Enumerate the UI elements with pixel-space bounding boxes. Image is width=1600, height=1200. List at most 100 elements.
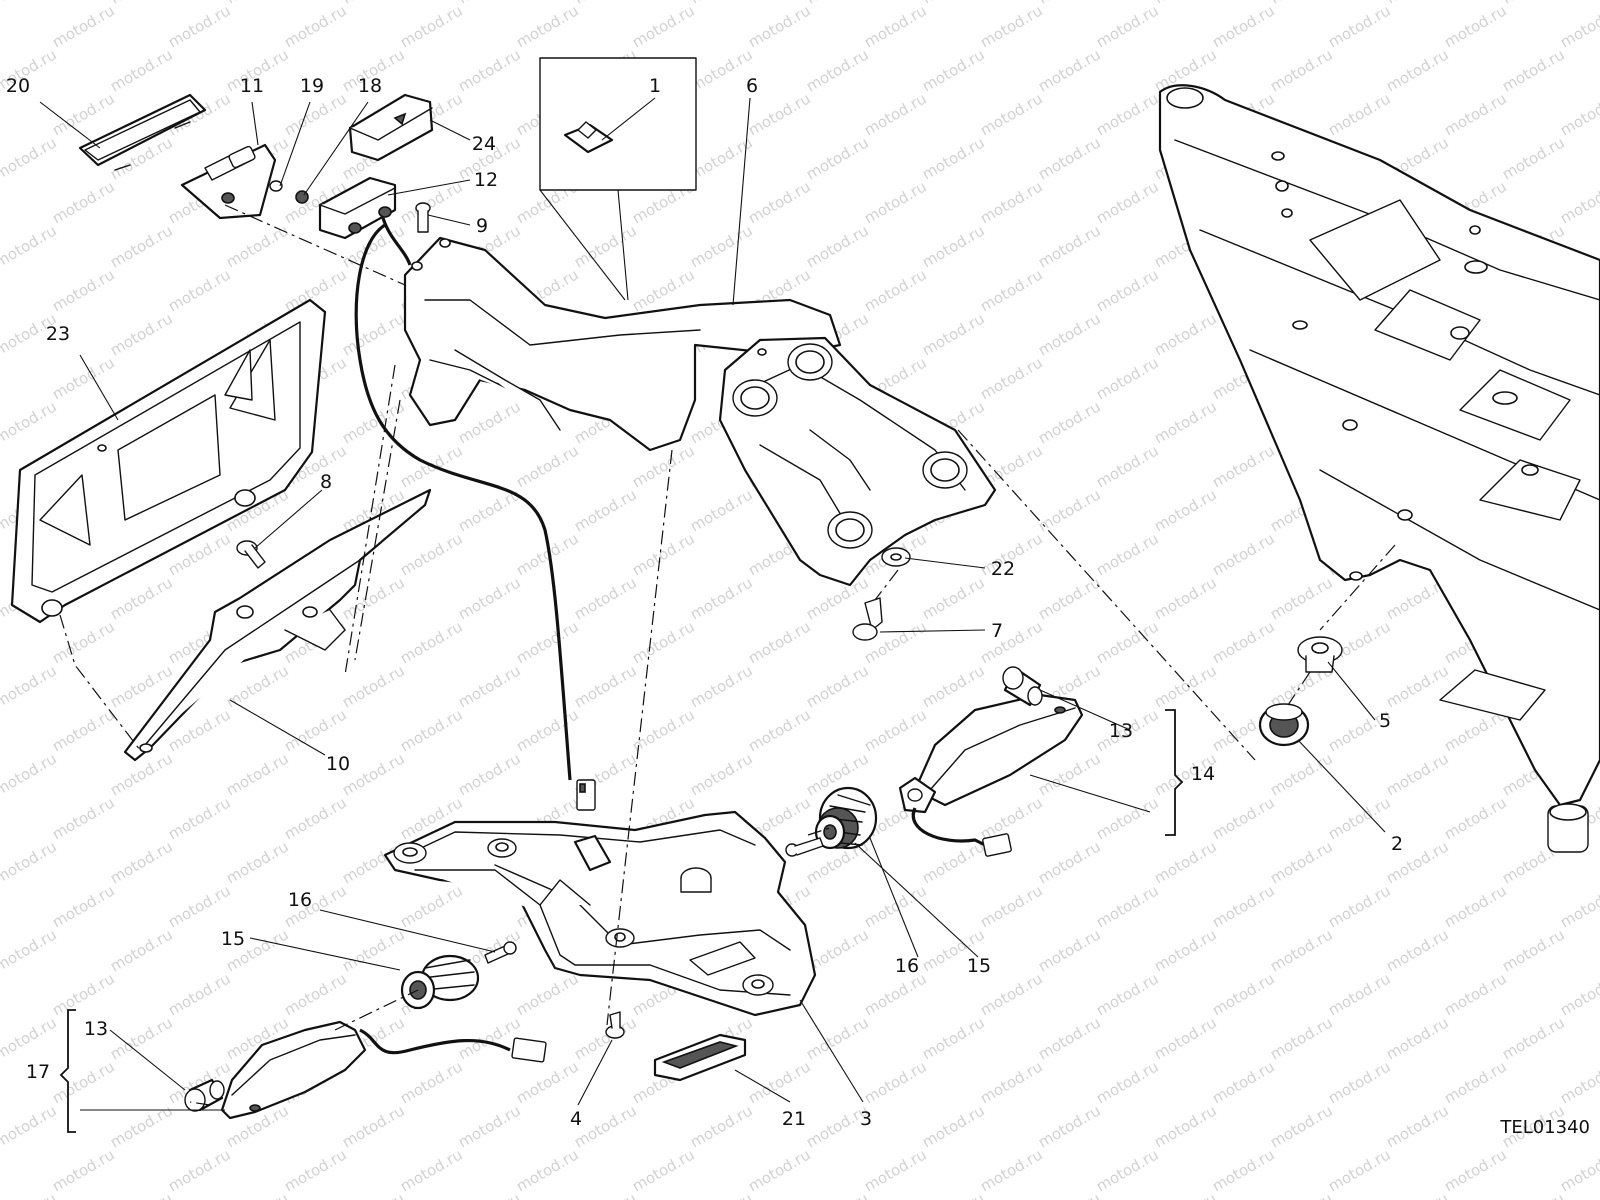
plate-support-arm	[123, 488, 432, 762]
leader-lines	[39, 97, 1386, 1111]
watermark-text: motod.ru	[803, 1189, 872, 1200]
watermark-text: motod.ru	[1035, 309, 1104, 359]
callout-9: 9	[476, 215, 488, 237]
watermark-text: motod.ru	[1441, 881, 1510, 931]
brace-17	[59, 1009, 76, 1133]
watermark-text: motod.ru	[1035, 1101, 1104, 1151]
watermark-text: motod.ru	[1035, 0, 1104, 7]
callout-18: 18	[358, 75, 382, 97]
watermark-text: motod.ru	[1035, 1189, 1104, 1200]
watermark-text: motod.ru	[1383, 45, 1452, 95]
callout-22: 22	[991, 558, 1015, 580]
watermark-text: motod.ru	[1035, 397, 1104, 447]
watermark-text: motod.ru	[1209, 1057, 1278, 1107]
watermark-text: motod.ru	[0, 397, 60, 447]
watermark-text: motod.ru	[1383, 1013, 1452, 1063]
watermark-text: motod.ru	[1441, 969, 1510, 1019]
watermark-text: motod.ru	[0, 749, 60, 799]
watermark-text: motod.ru	[107, 0, 176, 7]
watermark-text: motod.ru	[687, 661, 756, 711]
watermark-text: motod.ru	[49, 617, 118, 667]
watermark-text: motod.ru	[0, 1, 2, 51]
watermark-text: motod.ru	[1209, 793, 1278, 843]
callout-3: 3	[860, 1108, 872, 1130]
callout-6: 6	[746, 75, 758, 97]
callout-13-left: 13	[84, 1018, 108, 1040]
watermark-text: motod.ru	[107, 749, 176, 799]
watermark-text: motod.ru	[1267, 0, 1336, 7]
watermark-text: motod.ru	[1093, 1057, 1162, 1107]
watermark-text: motod.ru	[977, 617, 1046, 667]
watermark-text: motod.ru	[455, 661, 524, 711]
callout-14: 14	[1191, 763, 1215, 785]
watermark-text: motod.ru	[223, 837, 292, 887]
watermark-text: motod.ru	[861, 705, 930, 755]
watermark-text: motod.ru	[339, 0, 408, 7]
grommet-2	[1258, 703, 1310, 747]
watermark-text: motod.ru	[1267, 925, 1336, 975]
watermark-text: motod.ru	[919, 1101, 988, 1151]
watermark-text: motod.ru	[1093, 1145, 1162, 1195]
watermark-text: motod.ru	[1325, 1057, 1394, 1107]
watermark-text: motod.ru	[571, 221, 640, 271]
watermark-text: motod.ru	[455, 45, 524, 95]
watermark-text: motod.ru	[1499, 925, 1568, 975]
watermark-text: motod.ru	[1093, 177, 1162, 227]
watermark-text: motod.ru	[1267, 1189, 1336, 1200]
watermark-text: motod.ru	[919, 837, 988, 887]
watermark-text: motod.ru	[1325, 969, 1394, 1019]
watermark-text: motod.ru	[1151, 1013, 1220, 1063]
watermark-text: motod.ru	[0, 353, 2, 403]
watermark-text: motod.ru	[919, 45, 988, 95]
watermark-text: motod.ru	[513, 617, 582, 667]
watermark-text: motod.ru	[339, 1101, 408, 1151]
watermark-text: motod.ru	[339, 1189, 408, 1200]
watermark-text: motod.ru	[1093, 89, 1162, 139]
watermark-text: motod.ru	[919, 221, 988, 271]
watermark-text: motod.ru	[571, 485, 640, 535]
watermark-text: motod.ru	[1383, 0, 1452, 7]
watermark-text: motod.ru	[0, 529, 2, 579]
watermark-text: motod.ru	[1035, 749, 1104, 799]
watermark-text: motod.ru	[0, 617, 2, 667]
watermark-text: motod.ru	[1209, 529, 1278, 579]
watermark-text: motod.ru	[513, 441, 582, 491]
watermark-text: motod.ru	[49, 1145, 118, 1195]
watermark-text: motod.ru	[281, 969, 350, 1019]
watermark-text: motod.ru	[1441, 1145, 1510, 1195]
screw-4	[605, 1011, 625, 1039]
watermark-text: motod.ru	[1151, 485, 1220, 535]
reflector-21	[653, 1033, 747, 1082]
watermark-text: motod.ru	[803, 133, 872, 183]
watermark-text: motod.ru	[1441, 1, 1510, 51]
callout-13-right: 13	[1109, 720, 1133, 742]
watermark-text: motod.ru	[1267, 1013, 1336, 1063]
watermark-text: motod.ru	[1151, 0, 1220, 7]
watermark-text: motod.ru	[0, 89, 2, 139]
watermark-text: motod.ru	[861, 1057, 930, 1107]
watermark-text: motod.ru	[49, 969, 118, 1019]
watermark-text: motod.ru	[1325, 793, 1394, 843]
watermark-text: motod.ru	[397, 177, 466, 227]
watermark-text: motod.ru	[0, 133, 60, 183]
grommet-5	[1297, 636, 1343, 673]
watermark-text: motod.ru	[1499, 1189, 1568, 1200]
watermark-text: motod.ru	[1267, 749, 1336, 799]
assembly-centerlines	[59, 204, 1396, 1106]
watermark-text: motod.ru	[861, 1, 930, 51]
watermark-text: motod.ru	[0, 881, 2, 931]
watermark-text: motod.ru	[1035, 485, 1104, 535]
callout-5: 5	[1379, 710, 1391, 732]
watermark-text: motod.ru	[687, 573, 756, 623]
watermark-text: motod.ru	[1151, 1101, 1220, 1151]
watermark-text: motod.ru	[1441, 793, 1510, 843]
watermark-text: motod.ru	[687, 0, 756, 7]
callout-10: 10	[326, 753, 350, 775]
watermark-text: motod.ru	[803, 45, 872, 95]
watermark-text: motod.ru	[977, 793, 1046, 843]
watermark-text: motod.ru	[1093, 529, 1162, 579]
watermark-text: motod.ru	[977, 177, 1046, 227]
watermark-text: motod.ru	[1093, 617, 1162, 667]
connector-blocks	[318, 93, 434, 240]
